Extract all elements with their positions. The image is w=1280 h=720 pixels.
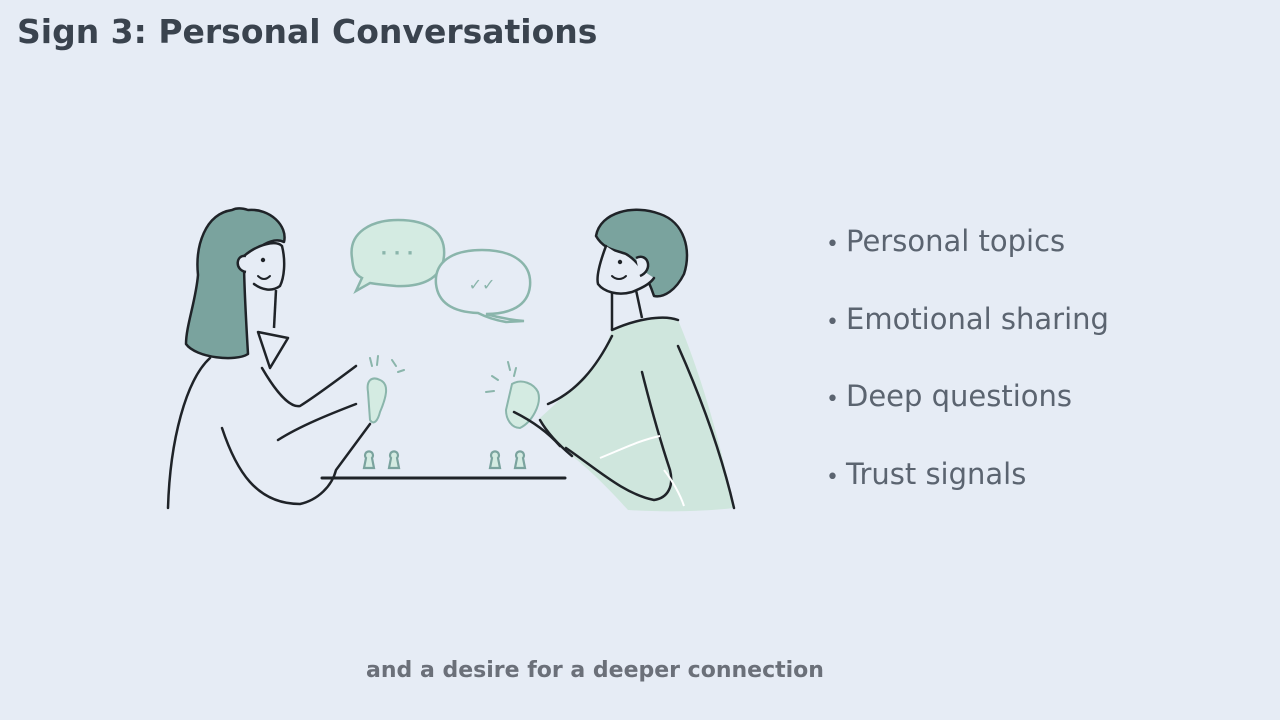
bullet-marker: • [826, 232, 839, 257]
conversation-illustration: · · · ✓✓ [166, 207, 736, 512]
speech-bubble-right-text: ✓✓ [469, 275, 496, 294]
speech-bubble-right: ✓✓ [434, 248, 532, 324]
bullet-marker: • [826, 387, 839, 412]
bullet-text: Deep questions [846, 379, 1073, 413]
bullet-item: • Personal topics [826, 222, 1109, 260]
man-figure [485, 208, 736, 512]
slide-title: Sign 3: Personal Conversations [17, 12, 598, 51]
bullet-item: • Deep questions [826, 377, 1109, 415]
bullet-item: • Emotional sharing [826, 300, 1109, 338]
bullet-text: Emotional sharing [846, 301, 1109, 336]
bullet-marker: • [826, 464, 839, 490]
chess-pieces [362, 450, 527, 470]
bullet-item: • Trust signals [826, 455, 1109, 493]
bullet-text: Personal topics [846, 224, 1066, 258]
speech-bubble-left-text: · · · [380, 243, 413, 264]
subtitle-caption: and a desire for a deeper connection [366, 658, 824, 683]
speech-bubble-left: · · · [350, 218, 446, 295]
woman-figure [166, 207, 405, 510]
bullet-list: • Personal topics • Emotional sharing • Dee… [826, 222, 1109, 532]
bullet-marker: • [826, 309, 839, 335]
bullet-text: Trust signals [846, 456, 1027, 491]
